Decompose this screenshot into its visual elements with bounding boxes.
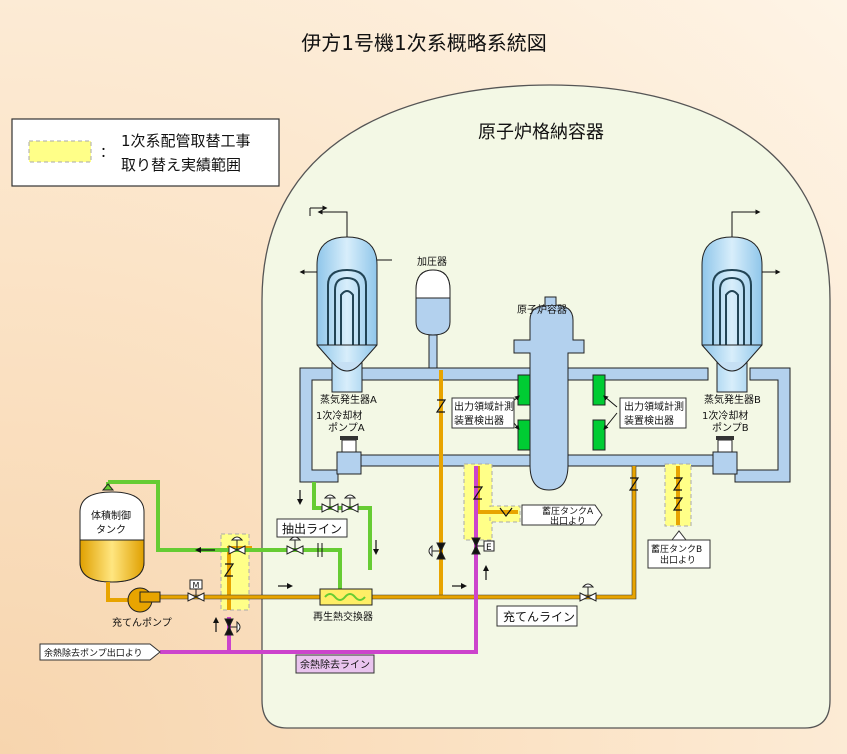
legend: ： 1次系配管取替工事 取り替え実績範囲 xyxy=(11,118,280,187)
rhr-outlet-label: 余熱除去ポンプ出口より xyxy=(44,647,143,659)
pump-a-label-2: ポンプA xyxy=(328,422,365,434)
legend-text-line2: 取り替え実績範囲 xyxy=(121,156,241,174)
acc-b-label-2: 出口より xyxy=(660,554,696,566)
pump-b-label-1: 1次冷却材 xyxy=(702,409,748,422)
accumulator-b-box xyxy=(647,539,711,569)
page-title: 伊方1号機1次系概略系統図 xyxy=(301,31,546,55)
charging-pump xyxy=(127,587,161,613)
legend-text-line1: 1次系配管取替工事 xyxy=(121,132,251,150)
reactor-vessel-label: 原子炉容器 xyxy=(517,303,567,316)
pump-a-label-1: 1次冷却材 xyxy=(316,409,362,422)
vct-label-1: 体積制御 xyxy=(91,509,131,522)
acc-a-label-2: 出口より xyxy=(550,515,586,527)
vct-label-2: タンク xyxy=(96,524,126,536)
coolant-pump-b xyxy=(712,436,738,475)
detector-right xyxy=(592,374,687,451)
flow-arrows xyxy=(195,490,489,632)
pressurizer xyxy=(415,269,451,369)
acc-a-label-1: 蓄圧タンクA xyxy=(542,505,594,517)
regen-hx-label: 再生熱交換器 xyxy=(313,610,373,623)
containment-label: 原子炉格納容器 xyxy=(478,122,604,143)
check-valves xyxy=(223,399,684,577)
pressurizer-label: 加圧器 xyxy=(417,256,447,268)
volume-control-tank xyxy=(79,482,145,583)
detector-left-label-2: 装置検出器 xyxy=(454,414,504,427)
valves xyxy=(224,494,597,636)
charging-line-label: 充てんライン xyxy=(503,609,575,624)
regenerative-heat-exchanger xyxy=(319,588,373,606)
orifice xyxy=(317,543,323,557)
detector-left xyxy=(451,374,531,451)
letdown-line-label: 抽出ライン xyxy=(282,522,342,536)
pump-b-label-2: ポンプB xyxy=(712,422,749,434)
coolant-pump-a xyxy=(336,436,362,475)
motor-valve: M xyxy=(187,579,205,602)
legend-colon: ： xyxy=(100,145,114,161)
detector-left-label-1: 出力領域計測 xyxy=(454,400,514,413)
detector-right-label-1: 出力領域計測 xyxy=(624,400,684,413)
acc-b-label-1: 蓄圧タンクB xyxy=(651,543,702,555)
reactor-vessel xyxy=(513,296,585,491)
steam-generator-a xyxy=(299,208,392,393)
detector-right-label-2: 装置検出器 xyxy=(624,414,674,427)
charging-label-box xyxy=(496,605,578,627)
rhr-line-label: 余熱除去ライン xyxy=(300,658,370,671)
tank-outlet-pipe xyxy=(106,582,128,602)
rhr-outlet-box xyxy=(39,643,161,661)
sg-b-label: 蒸気発生器B xyxy=(704,393,761,406)
charging-line-outline xyxy=(158,466,637,600)
charging-pump-label: 充てんポンプ xyxy=(112,616,172,629)
sg-a-label: 蒸気発生器A xyxy=(320,393,377,406)
accumulator-a-box xyxy=(521,504,603,526)
steam-generator-b xyxy=(701,209,781,393)
letdown-label-box xyxy=(276,518,348,538)
valve-e-label: E xyxy=(486,543,492,553)
motor-valve-label: M xyxy=(193,581,200,590)
legend-swatch xyxy=(28,140,92,163)
rhr-label-box xyxy=(295,654,375,674)
